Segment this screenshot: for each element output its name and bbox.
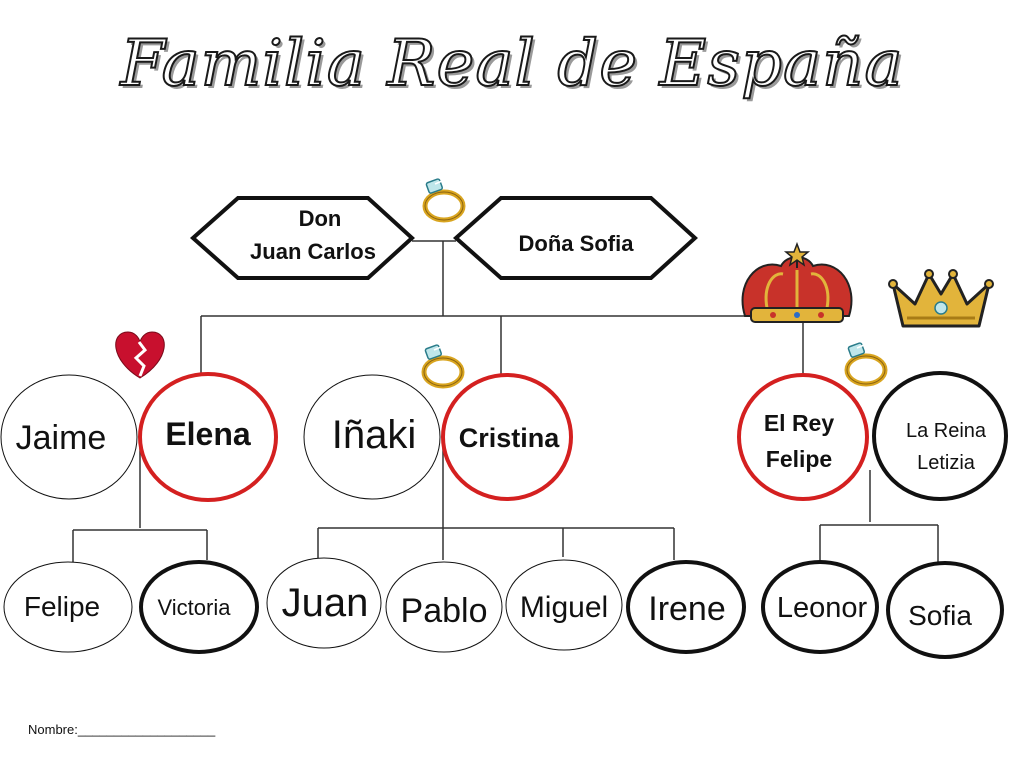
node-dona-sofia: Doña Sofia <box>452 196 698 280</box>
node-cristina: Cristina <box>441 373 573 501</box>
broken-heart-icon <box>115 331 165 379</box>
label-elena: Elena <box>165 416 251 452</box>
ring-icon <box>844 342 888 387</box>
label-felipe-king: Felipe <box>766 446 832 472</box>
label-pablo: Pablo <box>401 592 488 630</box>
node-irene: Irene <box>626 560 746 654</box>
page-title: Familia Real de España <box>119 26 904 102</box>
label-sofia: Sofia <box>908 600 972 631</box>
node-leonor: Leonor <box>761 560 879 654</box>
label-cristina: Cristina <box>459 423 561 453</box>
label-inaki: Iñaki <box>332 413 417 457</box>
label-letizia: Letizia <box>917 452 976 474</box>
label-dona-sofia: Doña Sofia <box>519 231 635 256</box>
node-inaki: Iñaki <box>303 374 441 500</box>
label-el-rey: El Rey <box>764 410 835 436</box>
gold-crown-icon <box>888 269 994 328</box>
label-juan: Juan <box>282 581 369 625</box>
label-victoria: Victoria <box>158 595 232 620</box>
node-miguel: Miguel <box>505 559 623 651</box>
label-leonor: Leonor <box>777 592 868 624</box>
node-el-rey-felipe: El Rey Felipe <box>737 373 869 501</box>
node-pablo: Pablo <box>385 561 503 653</box>
ring-icon <box>421 344 465 389</box>
label-irene: Irene <box>648 590 726 628</box>
label-jaime: Jaime <box>16 419 107 457</box>
label-juan-carlos: Juan Carlos <box>250 239 376 264</box>
node-elena: Elena <box>138 372 278 502</box>
red-crown-icon <box>741 241 853 323</box>
node-la-reina-letizia: La Reina Letizia <box>872 371 1008 501</box>
label-miguel: Miguel <box>520 591 608 624</box>
node-victoria: Victoria <box>139 560 259 654</box>
ring-icon <box>422 178 466 223</box>
node-jaime: Jaime <box>0 374 138 500</box>
label-don: Don <box>299 206 342 231</box>
connector-lines <box>72 240 939 565</box>
label-la-reina: La Reina <box>906 420 987 442</box>
node-juan: Juan <box>266 557 382 649</box>
name-field-label: Nombre:___________________ <box>28 722 216 737</box>
label-felipe: Felipe <box>24 591 100 622</box>
node-sofia: Sofia <box>886 561 1004 659</box>
node-don-juan-carlos: Don Juan Carlos <box>189 196 415 280</box>
node-felipe: Felipe <box>3 561 133 653</box>
